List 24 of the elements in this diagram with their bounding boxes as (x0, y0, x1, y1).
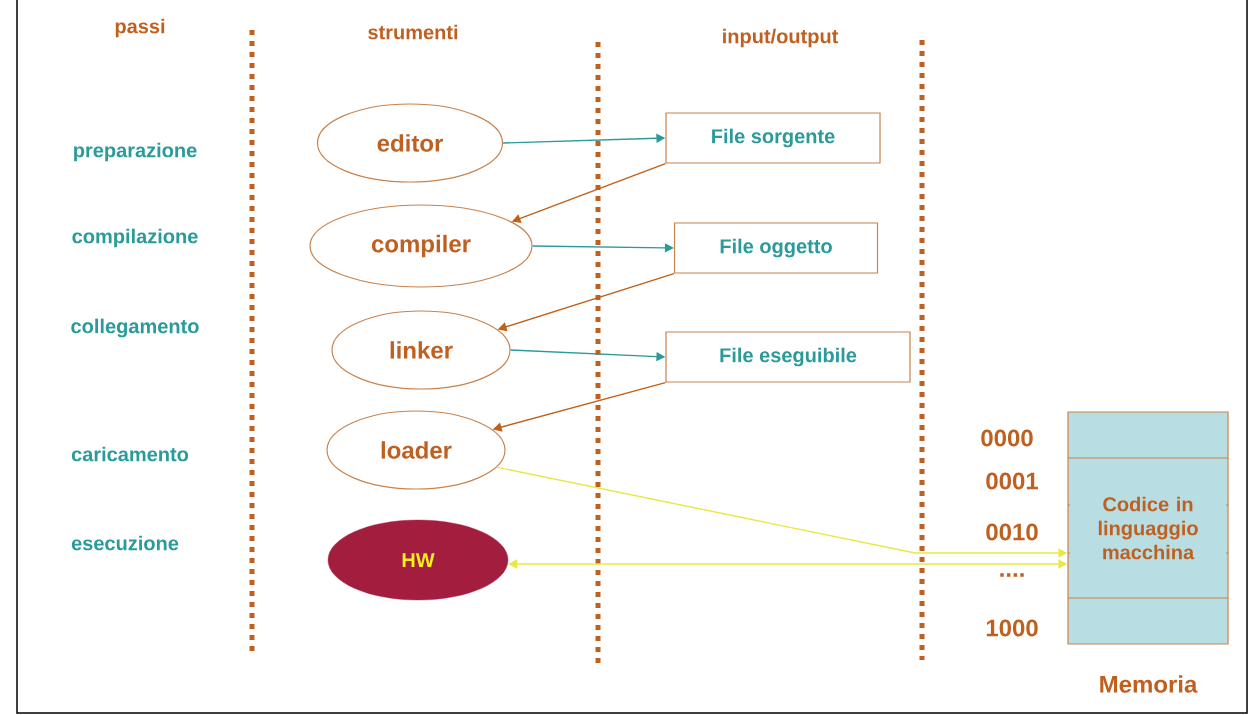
file-box: File sorgente (665, 112, 881, 164)
file-box: File oggetto (673, 222, 879, 274)
tool-oval: loader (326, 410, 506, 490)
address-label: 0010 (986, 523, 1038, 541)
column-heading: passi (115, 18, 165, 38)
memory-caption: Memoria (1100, 675, 1198, 693)
address-label: 0001 (986, 472, 1038, 490)
step-label: preparazione (74, 142, 197, 162)
step-label: esecuzione (71, 535, 179, 551)
memory-block: Codice in linguaggio macchina (1067, 411, 1229, 645)
column-heading: input/output (723, 28, 839, 48)
step-label: caricamento (71, 446, 189, 462)
tool-oval: compiler (309, 204, 533, 288)
step-label: collegamento (71, 318, 199, 338)
tool-oval: linker (331, 310, 511, 390)
address-label: .... (1000, 573, 1024, 577)
file-box: File eseguibile (665, 331, 911, 383)
column-heading: strumenti (368, 24, 458, 40)
arrow (531, 243, 674, 253)
address-label: 1000 (986, 619, 1038, 637)
step-label: compilazione (72, 228, 198, 248)
tool-oval: editor (316, 103, 504, 183)
address-label: 0000 (981, 429, 1033, 447)
hardware-oval: HW (327, 519, 509, 601)
